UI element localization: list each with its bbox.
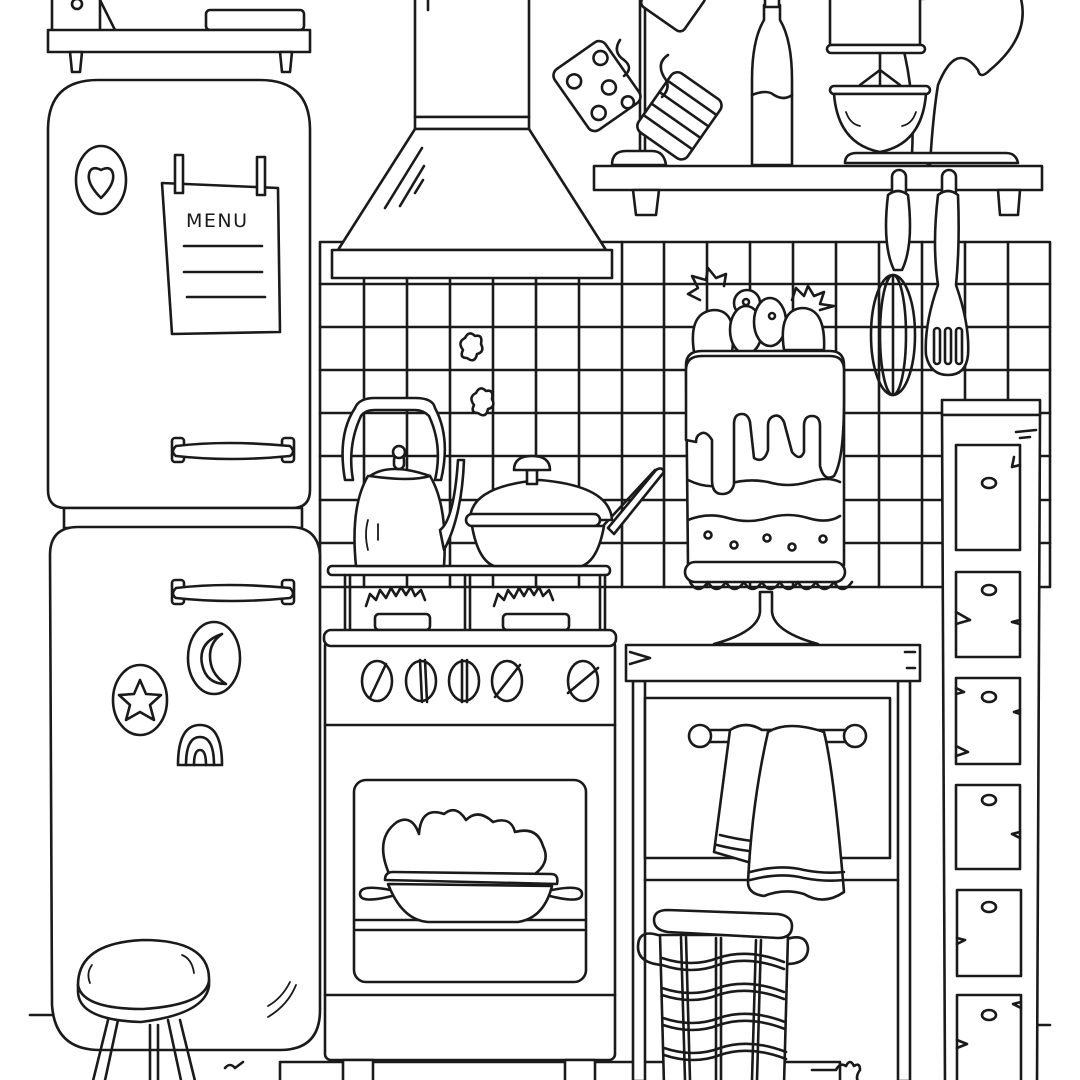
rainbow-magnet [176,723,224,767]
burner-right [492,585,571,632]
fridge-handle-top [170,436,296,464]
moon-magnet [186,620,242,696]
top-right-shelf [552,0,1044,217]
floor-flower [223,1060,862,1080]
towel [712,723,846,901]
heart-magnet [74,144,128,216]
cabinet-drawers [954,443,1023,1080]
fridge: MENU [46,78,322,1052]
bread-in-oven [358,808,584,924]
saucepan [464,454,666,568]
range-hood [330,0,614,280]
cake [683,266,854,646]
burner-left [364,585,432,632]
menu-title: MENU [186,210,249,232]
kettle [341,396,466,568]
wicker-basket [636,908,810,1080]
stove-knobs [360,658,600,704]
stove [322,564,618,1080]
hanging-utensils [869,168,970,397]
stool [76,938,211,1080]
side-table [624,643,922,1080]
star-magnet [111,663,169,737]
fridge-handle-bottom [170,578,296,606]
steam-puffs [459,332,495,417]
tall-cabinet [940,398,1042,1080]
menu-note: MENU [160,153,282,336]
top-left-shelf [46,0,312,74]
